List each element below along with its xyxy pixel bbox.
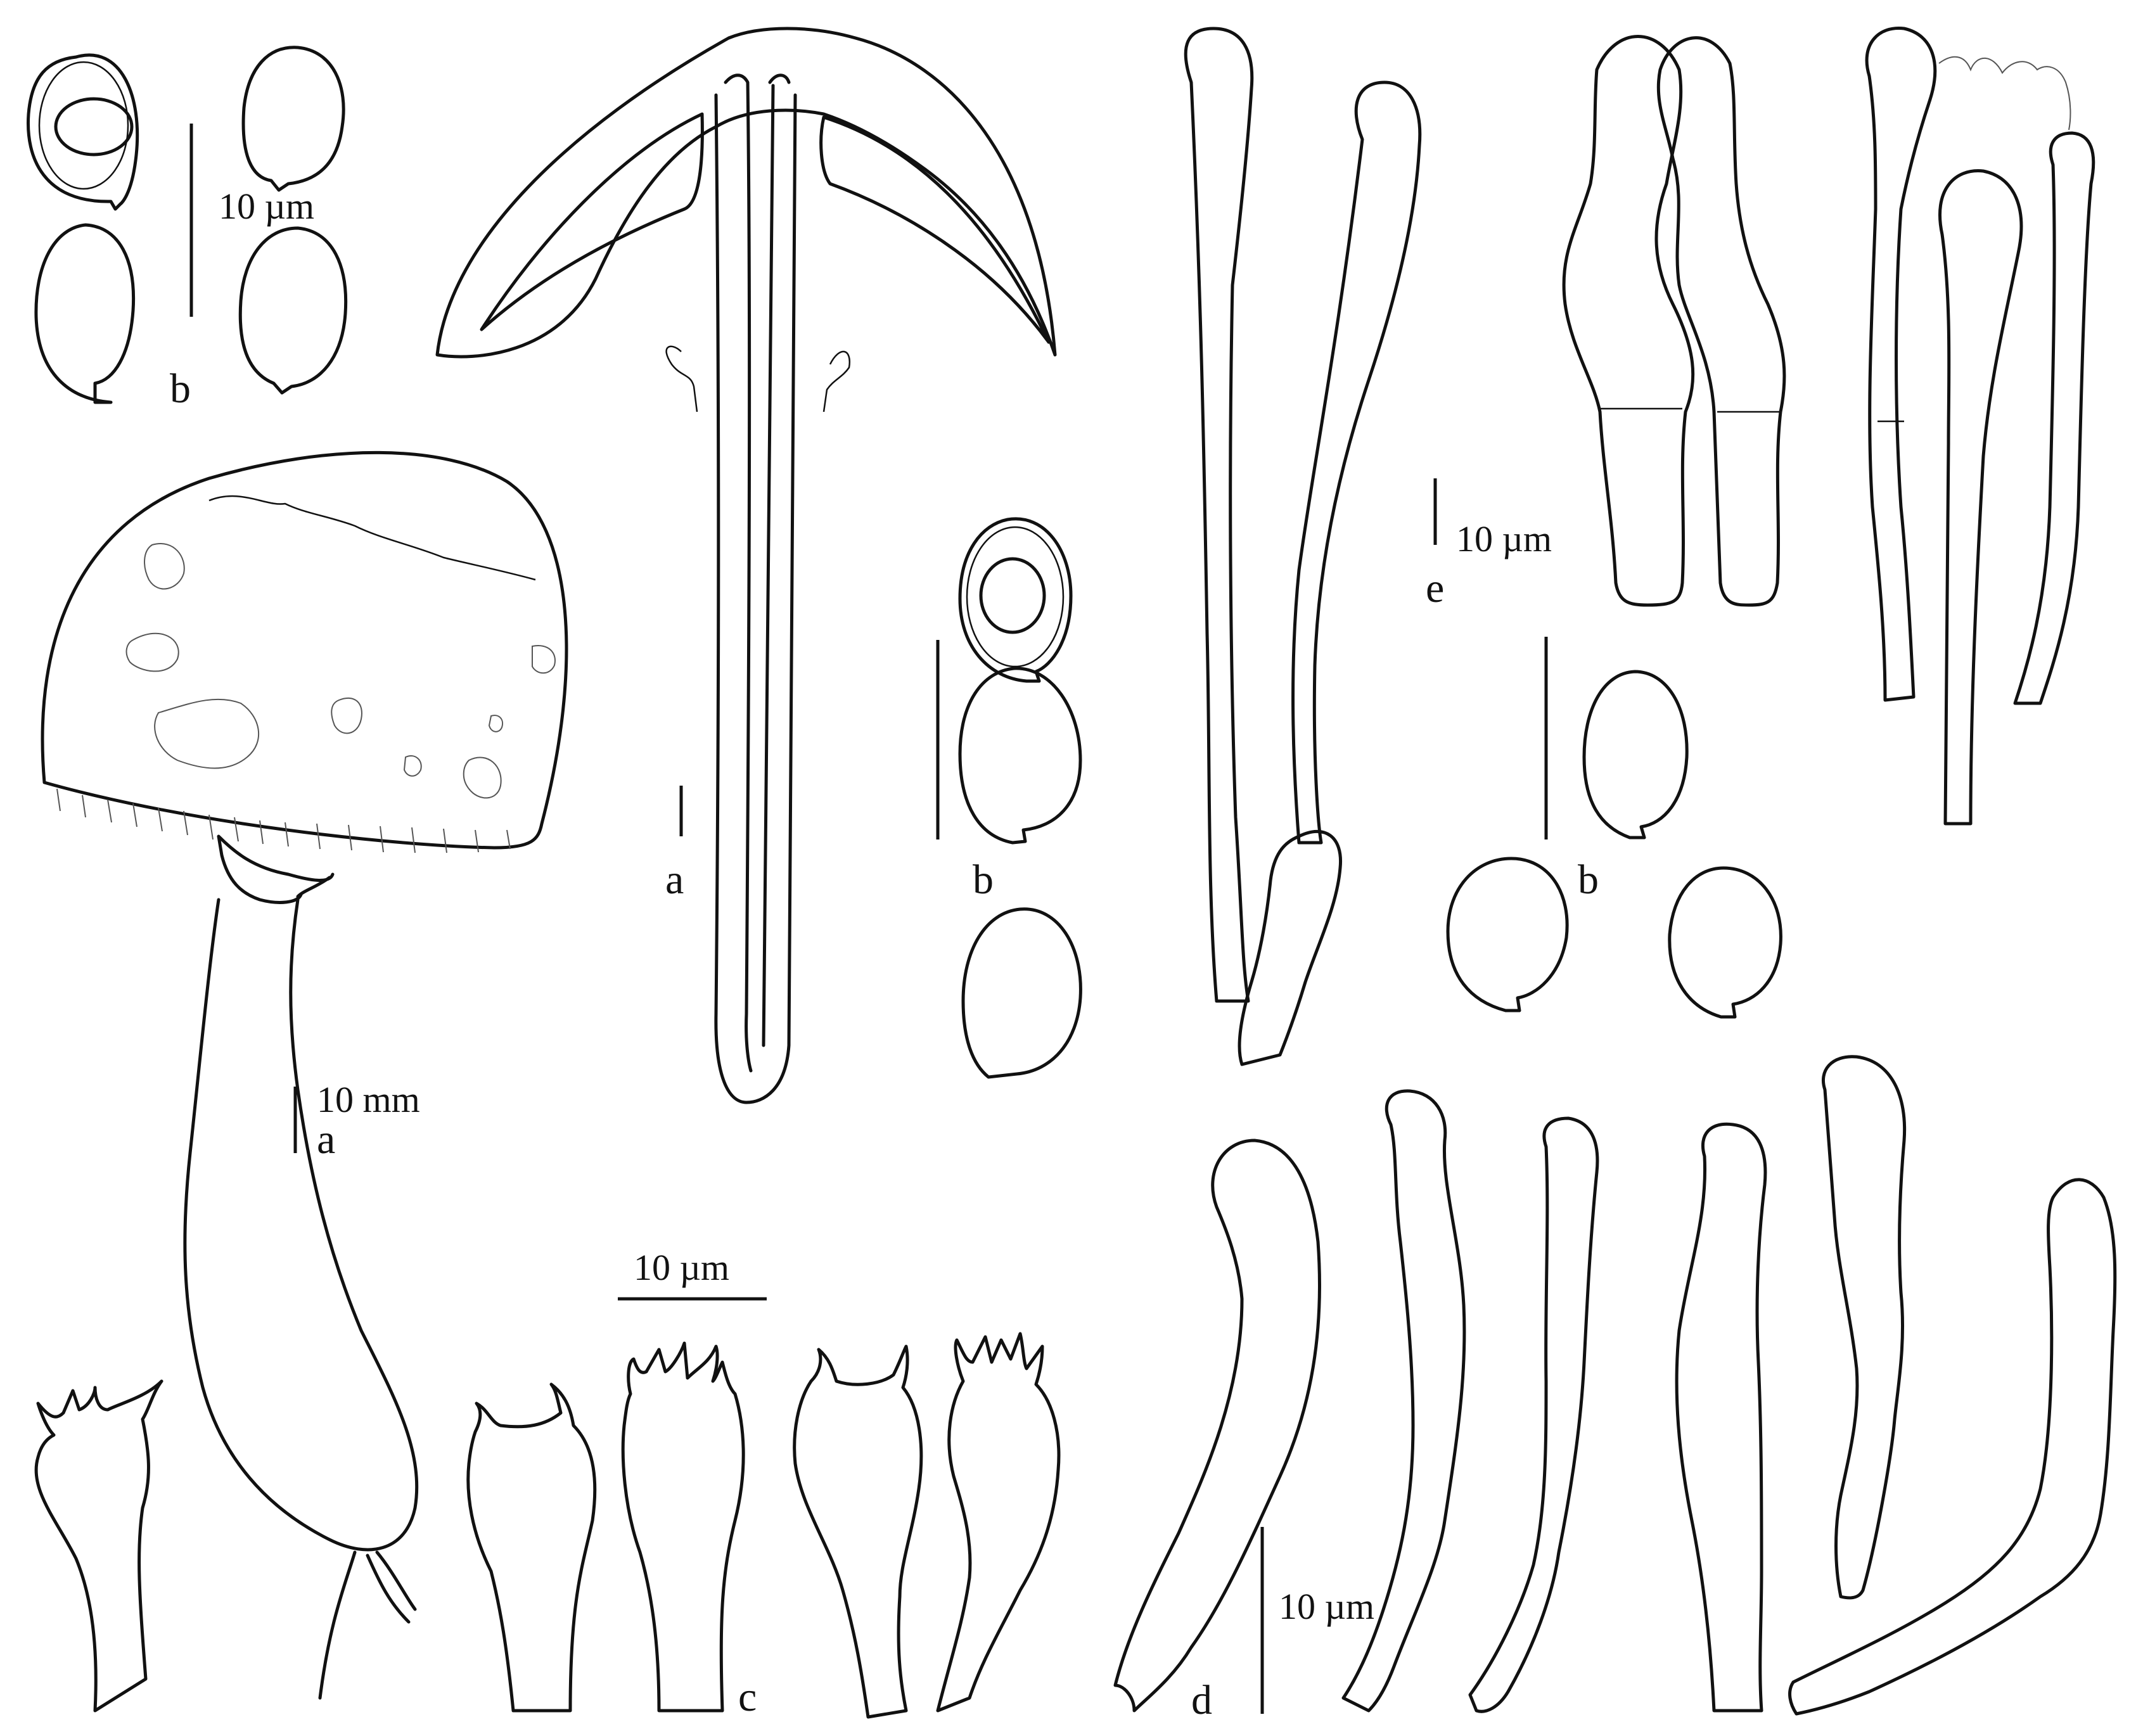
- panel-label-a-habit: a: [317, 1116, 335, 1163]
- panel-label-b-right: b: [1578, 857, 1599, 903]
- terminal-element: [1938, 169, 2023, 826]
- stipe-base-rhizoids: [318, 1550, 417, 1700]
- gelatinous-sheath: [1938, 56, 2071, 131]
- scale-label-basidia: 10 µm: [634, 1247, 729, 1288]
- spore: [1668, 866, 1782, 1019]
- panel-label-e: e: [1426, 565, 1444, 611]
- pileus-scale-patch: [125, 632, 179, 672]
- pileus-scale-patch: [532, 645, 556, 674]
- spore: [238, 226, 348, 395]
- panel-label-c: c: [738, 1674, 757, 1720]
- basidium: [621, 1341, 745, 1713]
- cheilocystidium: [1788, 1178, 2117, 1716]
- terminal-element: [1184, 27, 1254, 1003]
- basidium: [34, 1379, 163, 1713]
- spore: [958, 667, 1082, 845]
- basidium: [466, 1382, 597, 1713]
- scale-label-habit: 10 mm: [317, 1079, 420, 1120]
- septum: [1600, 407, 1781, 413]
- pileus: [41, 450, 568, 850]
- basidia-group: 10 µm c: [34, 1247, 1061, 1720]
- basidium: [793, 1344, 923, 1719]
- stipe-section-inner-right: [762, 73, 791, 1047]
- annulus: [217, 834, 335, 904]
- pileipellis-group: 10 µm e: [1184, 26, 2095, 1066]
- pileus-section: [435, 27, 1057, 359]
- spore: [241, 46, 345, 192]
- spore: [34, 223, 136, 404]
- pileus-scale-patch: [488, 715, 503, 732]
- stipe-section-inner-left: [724, 73, 753, 1073]
- terminal-element-chain: [1656, 36, 1786, 607]
- terminal-element: [1238, 829, 1343, 1066]
- basidium: [936, 1332, 1061, 1713]
- cheilocystidium: [1113, 1139, 1321, 1713]
- cheilocystidium: [1821, 1055, 1907, 1600]
- pileus-striation: [56, 788, 511, 853]
- spore-group-top-left: 10 µm b: [26, 46, 348, 412]
- scale-label-pileipellis: 10 µm: [1456, 518, 1552, 559]
- pileus-scale-patch: [144, 543, 185, 590]
- terminal-element-chain: [1562, 35, 1695, 607]
- gill-left: [480, 112, 704, 331]
- basidiome-section: a: [435, 27, 1057, 1104]
- stipe-section-outer: [714, 93, 797, 1104]
- cheilocystidium: [1468, 1116, 1599, 1713]
- annulus-section: [665, 345, 851, 412]
- panel-label-b-top-left: b: [170, 366, 191, 412]
- pileus-scale-patch: [463, 756, 502, 799]
- stipe: [183, 898, 419, 1552]
- gill-right: [819, 115, 1051, 344]
- cheilocystidia-group: 10 µm d: [1113, 1055, 2117, 1723]
- pileus-scale-patch: [331, 697, 362, 734]
- panel-label-a-section: a: [665, 857, 684, 903]
- panel-label-d: d: [1191, 1677, 1212, 1723]
- pileus-scale-patch: [403, 755, 422, 777]
- scale-label-spores-top-left: 10 µm: [219, 186, 314, 227]
- panel-label-b-middle: b: [973, 857, 994, 903]
- spore-group-right: b: [1446, 637, 1782, 1019]
- spore-in-section: [26, 53, 139, 211]
- spore-in-section: [958, 517, 1073, 683]
- cheilocystidium: [1341, 1089, 1466, 1713]
- spore: [1446, 857, 1569, 1012]
- pileus-scale-patch: [208, 495, 536, 581]
- spore-group-middle: b: [936, 517, 1082, 1079]
- terminal-element: [2013, 131, 2095, 705]
- spore: [961, 907, 1082, 1079]
- terminal-element: [1291, 80, 1422, 845]
- scale-label-cheilocystidia: 10 µm: [1279, 1586, 1374, 1627]
- basidiome-habit: 10 mm a: [41, 450, 568, 1700]
- pileus-scale-patch: [154, 698, 259, 769]
- terminal-element-chain: [1865, 26, 1937, 702]
- cheilocystidium: [1675, 1122, 1767, 1713]
- spore: [1582, 670, 1689, 839]
